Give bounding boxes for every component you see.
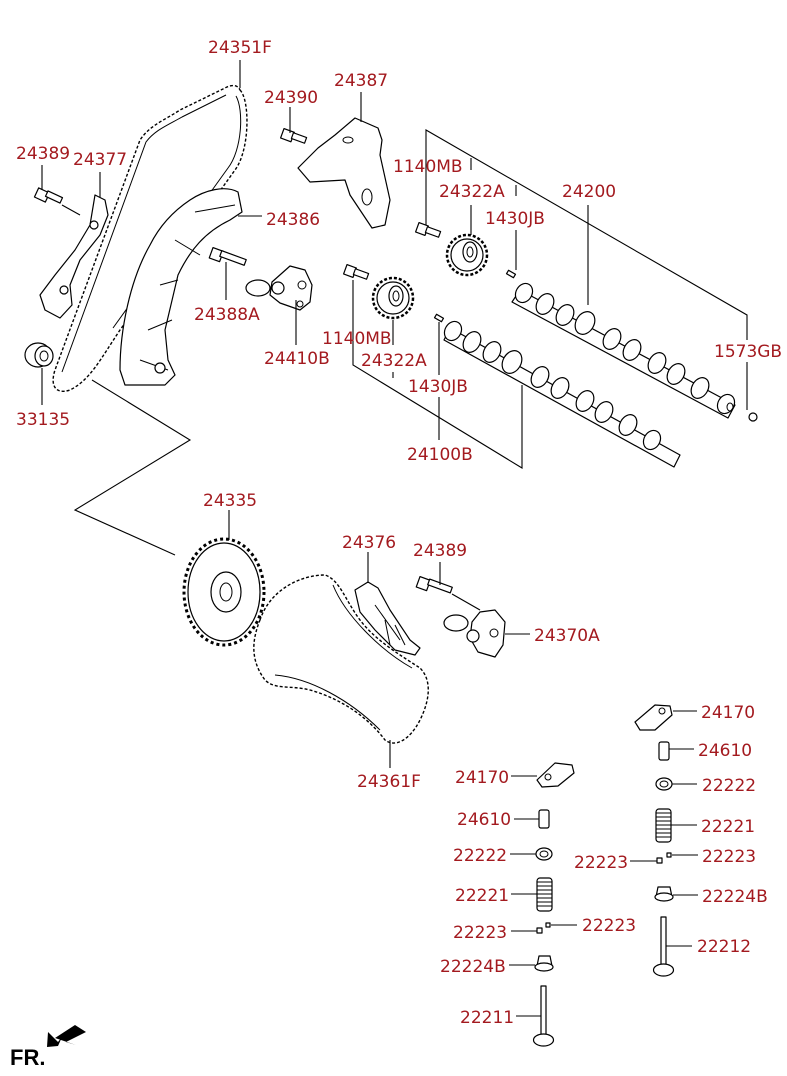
chain-lever[interactable] bbox=[39, 194, 109, 319]
part-label[interactable]: 24351F bbox=[208, 38, 272, 58]
camshaft-plug[interactable] bbox=[748, 412, 758, 422]
part-label[interactable]: 24200 bbox=[562, 182, 616, 202]
part-label[interactable]: 24376 bbox=[342, 533, 396, 553]
intake-valve[interactable] bbox=[532, 985, 555, 1047]
valve-spring-left[interactable] bbox=[536, 877, 553, 912]
part-label[interactable]: 24100B bbox=[407, 445, 473, 465]
camshaft-24200[interactable] bbox=[511, 280, 738, 419]
part-label[interactable]: 24610 bbox=[698, 741, 752, 761]
rocker-arm-right[interactable] bbox=[634, 704, 673, 731]
part-label[interactable]: 24377 bbox=[73, 150, 127, 170]
part-label[interactable]: 1140MB bbox=[393, 157, 463, 177]
part-label[interactable]: 22223 bbox=[574, 853, 628, 873]
exhaust-valve[interactable] bbox=[652, 916, 675, 977]
front-label: FR. bbox=[10, 1045, 45, 1070]
part-label[interactable]: 22223 bbox=[453, 923, 507, 943]
part-label[interactable]: 24322A bbox=[361, 351, 427, 371]
part-label[interactable]: 24322A bbox=[439, 182, 505, 202]
lash-adjuster-right[interactable] bbox=[658, 741, 670, 761]
valve-cotter-right[interactable] bbox=[656, 852, 672, 864]
part-label[interactable]: 1140MB bbox=[322, 329, 392, 349]
part-label[interactable]: 1430JB bbox=[485, 209, 545, 229]
spring-retainer-left[interactable] bbox=[535, 847, 553, 861]
part-label[interactable]: 24387 bbox=[334, 71, 388, 91]
lower-chain-tensioner[interactable] bbox=[443, 609, 506, 658]
part-label[interactable]: 22222 bbox=[702, 776, 756, 796]
part-label[interactable]: 1430JB bbox=[408, 377, 468, 397]
bolt-24390[interactable] bbox=[279, 127, 308, 144]
washer-33135[interactable] bbox=[24, 342, 54, 368]
part-labels: 24351F 24387 24390 24389 24377 1140MB 24… bbox=[16, 38, 782, 1028]
spring-retainer-right[interactable] bbox=[655, 777, 673, 791]
part-label[interactable]: 22211 bbox=[460, 1008, 514, 1028]
part-label[interactable]: 24170 bbox=[455, 768, 509, 788]
lower-chain-guide[interactable] bbox=[354, 581, 421, 656]
dowel-pin-mid[interactable] bbox=[433, 313, 445, 323]
bolt-24389-mid[interactable] bbox=[415, 575, 481, 611]
bolt-1140mb-mid[interactable] bbox=[342, 263, 370, 280]
part-label[interactable]: 22224B bbox=[702, 887, 768, 907]
cam-sprocket-top[interactable] bbox=[445, 233, 489, 277]
rocker-arm-left[interactable] bbox=[536, 762, 575, 788]
part-label[interactable]: 22224B bbox=[440, 957, 506, 977]
part-label[interactable]: 24410B bbox=[264, 349, 330, 369]
bolt-1140mb-top[interactable] bbox=[414, 221, 442, 238]
upper-chain-tensioner[interactable] bbox=[245, 265, 313, 311]
part-label[interactable]: 22221 bbox=[455, 886, 509, 906]
stem-seal-right[interactable] bbox=[654, 886, 674, 902]
upper-timing-chain[interactable] bbox=[52, 84, 248, 392]
part-label[interactable]: 24361F bbox=[357, 772, 421, 792]
part-label[interactable]: 24386 bbox=[266, 210, 320, 230]
crankshaft-sprocket[interactable] bbox=[182, 537, 266, 647]
lash-adjuster-left[interactable] bbox=[538, 809, 550, 829]
lower-timing-chain[interactable] bbox=[253, 574, 429, 744]
part-label[interactable]: 22223 bbox=[702, 847, 756, 867]
part-label[interactable]: 24610 bbox=[457, 810, 511, 830]
stem-seal-left[interactable] bbox=[534, 955, 554, 972]
part-label[interactable]: 33135 bbox=[16, 410, 70, 430]
bolt-24389-top[interactable] bbox=[33, 187, 81, 216]
part-label[interactable]: 22221 bbox=[701, 817, 755, 837]
part-label[interactable]: 24390 bbox=[264, 88, 318, 108]
chain-guide[interactable] bbox=[119, 188, 243, 386]
dowel-pin-top[interactable] bbox=[505, 269, 517, 279]
part-label[interactable]: 22223 bbox=[582, 916, 636, 936]
valve-spring-right[interactable] bbox=[655, 808, 672, 843]
part-label[interactable]: 24170 bbox=[701, 703, 755, 723]
part-label[interactable]: 1573GB bbox=[714, 342, 782, 362]
part-label[interactable]: 24389 bbox=[413, 541, 467, 561]
leader-lines bbox=[41, 60, 748, 1017]
front-orientation-marker: FR. bbox=[10, 1025, 86, 1070]
part-label[interactable]: 24389 bbox=[16, 144, 70, 164]
part-label[interactable]: 24370A bbox=[534, 626, 600, 646]
part-label[interactable]: 24335 bbox=[203, 491, 257, 511]
part-label[interactable]: 24388A bbox=[194, 305, 260, 325]
front-direction-arrow-icon bbox=[47, 1025, 86, 1047]
chain-guide-bracket[interactable] bbox=[297, 117, 391, 229]
valve-cotter-left[interactable] bbox=[536, 922, 551, 934]
part-label[interactable]: 22212 bbox=[697, 937, 751, 957]
cam-sprocket-mid[interactable] bbox=[371, 276, 415, 320]
bolt-24388a[interactable] bbox=[208, 246, 247, 266]
part-label[interactable]: 22222 bbox=[453, 846, 507, 866]
camshaft-24100b[interactable] bbox=[441, 318, 681, 468]
